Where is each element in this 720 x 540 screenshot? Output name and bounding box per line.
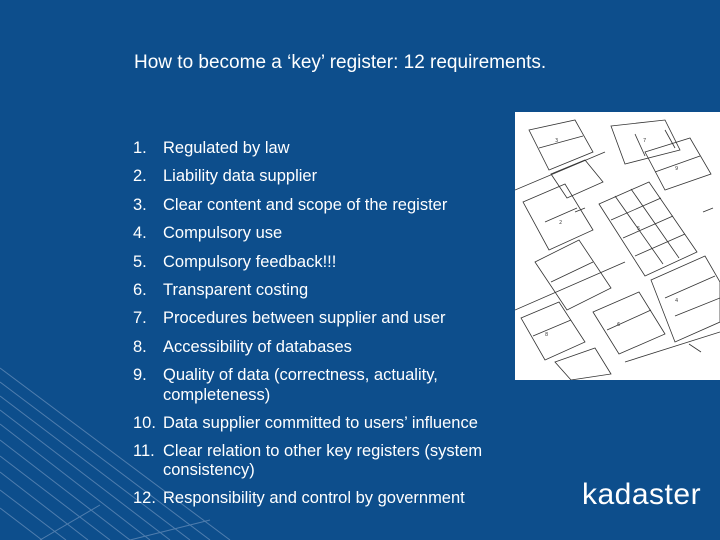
requirements-list: 1. Regulated by law 2. Liability data supp…	[133, 134, 553, 513]
item-text-continued: completeness)	[163, 385, 271, 404]
list-item: 2. Liability data supplier	[133, 162, 553, 190]
list-item: 4. Compulsory use	[133, 219, 553, 247]
list-item: 8. Accessibility of databases	[133, 333, 553, 361]
list-item: 12. Responsibility and control by governm…	[133, 484, 553, 512]
item-text: Procedures between supplier and user	[163, 309, 446, 328]
list-item: 5. Compulsory feedback!!!	[133, 248, 553, 276]
list-item: 6. Transparent costing	[133, 276, 553, 304]
item-number: 5.	[133, 252, 147, 271]
item-number: 3.	[133, 195, 147, 214]
svg-text:9: 9	[675, 166, 678, 172]
svg-text:5: 5	[637, 226, 640, 232]
svg-text:2: 2	[559, 220, 562, 226]
item-number: 8.	[133, 337, 147, 356]
item-number: 10.	[133, 413, 156, 432]
list-item: 7. Procedures between supplier and user	[133, 304, 553, 332]
item-text: Clear relation to other key registers (s…	[163, 442, 483, 461]
item-text: Responsibility and control by government	[163, 489, 465, 508]
item-number: 9.	[133, 366, 147, 385]
svg-text:8: 8	[545, 332, 548, 338]
svg-text:6: 6	[617, 322, 620, 328]
svg-text:3: 3	[555, 138, 558, 144]
item-number: 11.	[133, 442, 155, 461]
item-text: Transparent costing	[163, 281, 309, 300]
item-text: Accessibility of databases	[163, 337, 352, 356]
item-text-continued: consistency)	[163, 461, 255, 480]
item-text: Data supplier committed to users’ influe…	[163, 413, 478, 432]
item-text: Clear content and scope of the register	[163, 195, 448, 214]
item-text: Quality of data (correctness, actuality,	[163, 366, 438, 385]
slide-title: How to become a ‘key’ register: 12 requi…	[134, 52, 547, 73]
item-number: 7.	[133, 309, 147, 328]
cadastral-map-drawing: 3 7 9 2 5 4 6 8	[515, 112, 720, 380]
list-item: 10. Data supplier committed to users’ inf…	[133, 409, 553, 437]
item-number: 6.	[133, 281, 147, 300]
item-number: 2.	[133, 167, 147, 186]
item-number: 12.	[133, 489, 156, 508]
list-item: 1. Regulated by law	[133, 134, 553, 162]
item-text: Compulsory feedback!!!	[163, 252, 337, 271]
item-text: Liability data supplier	[163, 167, 318, 186]
list-item: 3. Clear content and scope of the registe…	[133, 191, 553, 219]
item-number: 1.	[133, 139, 147, 157]
kadaster-logo: kadaster	[582, 478, 702, 511]
svg-text:7: 7	[643, 138, 646, 144]
item-number: 4.	[133, 224, 147, 243]
item-text: Compulsory use	[163, 224, 283, 243]
list-item: 11. Clear relation to other key registers…	[133, 437, 553, 484]
list-item: 9. Quality of data (correctness, actualit…	[133, 361, 553, 408]
svg-text:4: 4	[675, 298, 678, 304]
cadastral-map-image: 3 7 9 2 5 4 6 8	[515, 112, 720, 380]
item-text: Regulated by law	[163, 139, 290, 157]
